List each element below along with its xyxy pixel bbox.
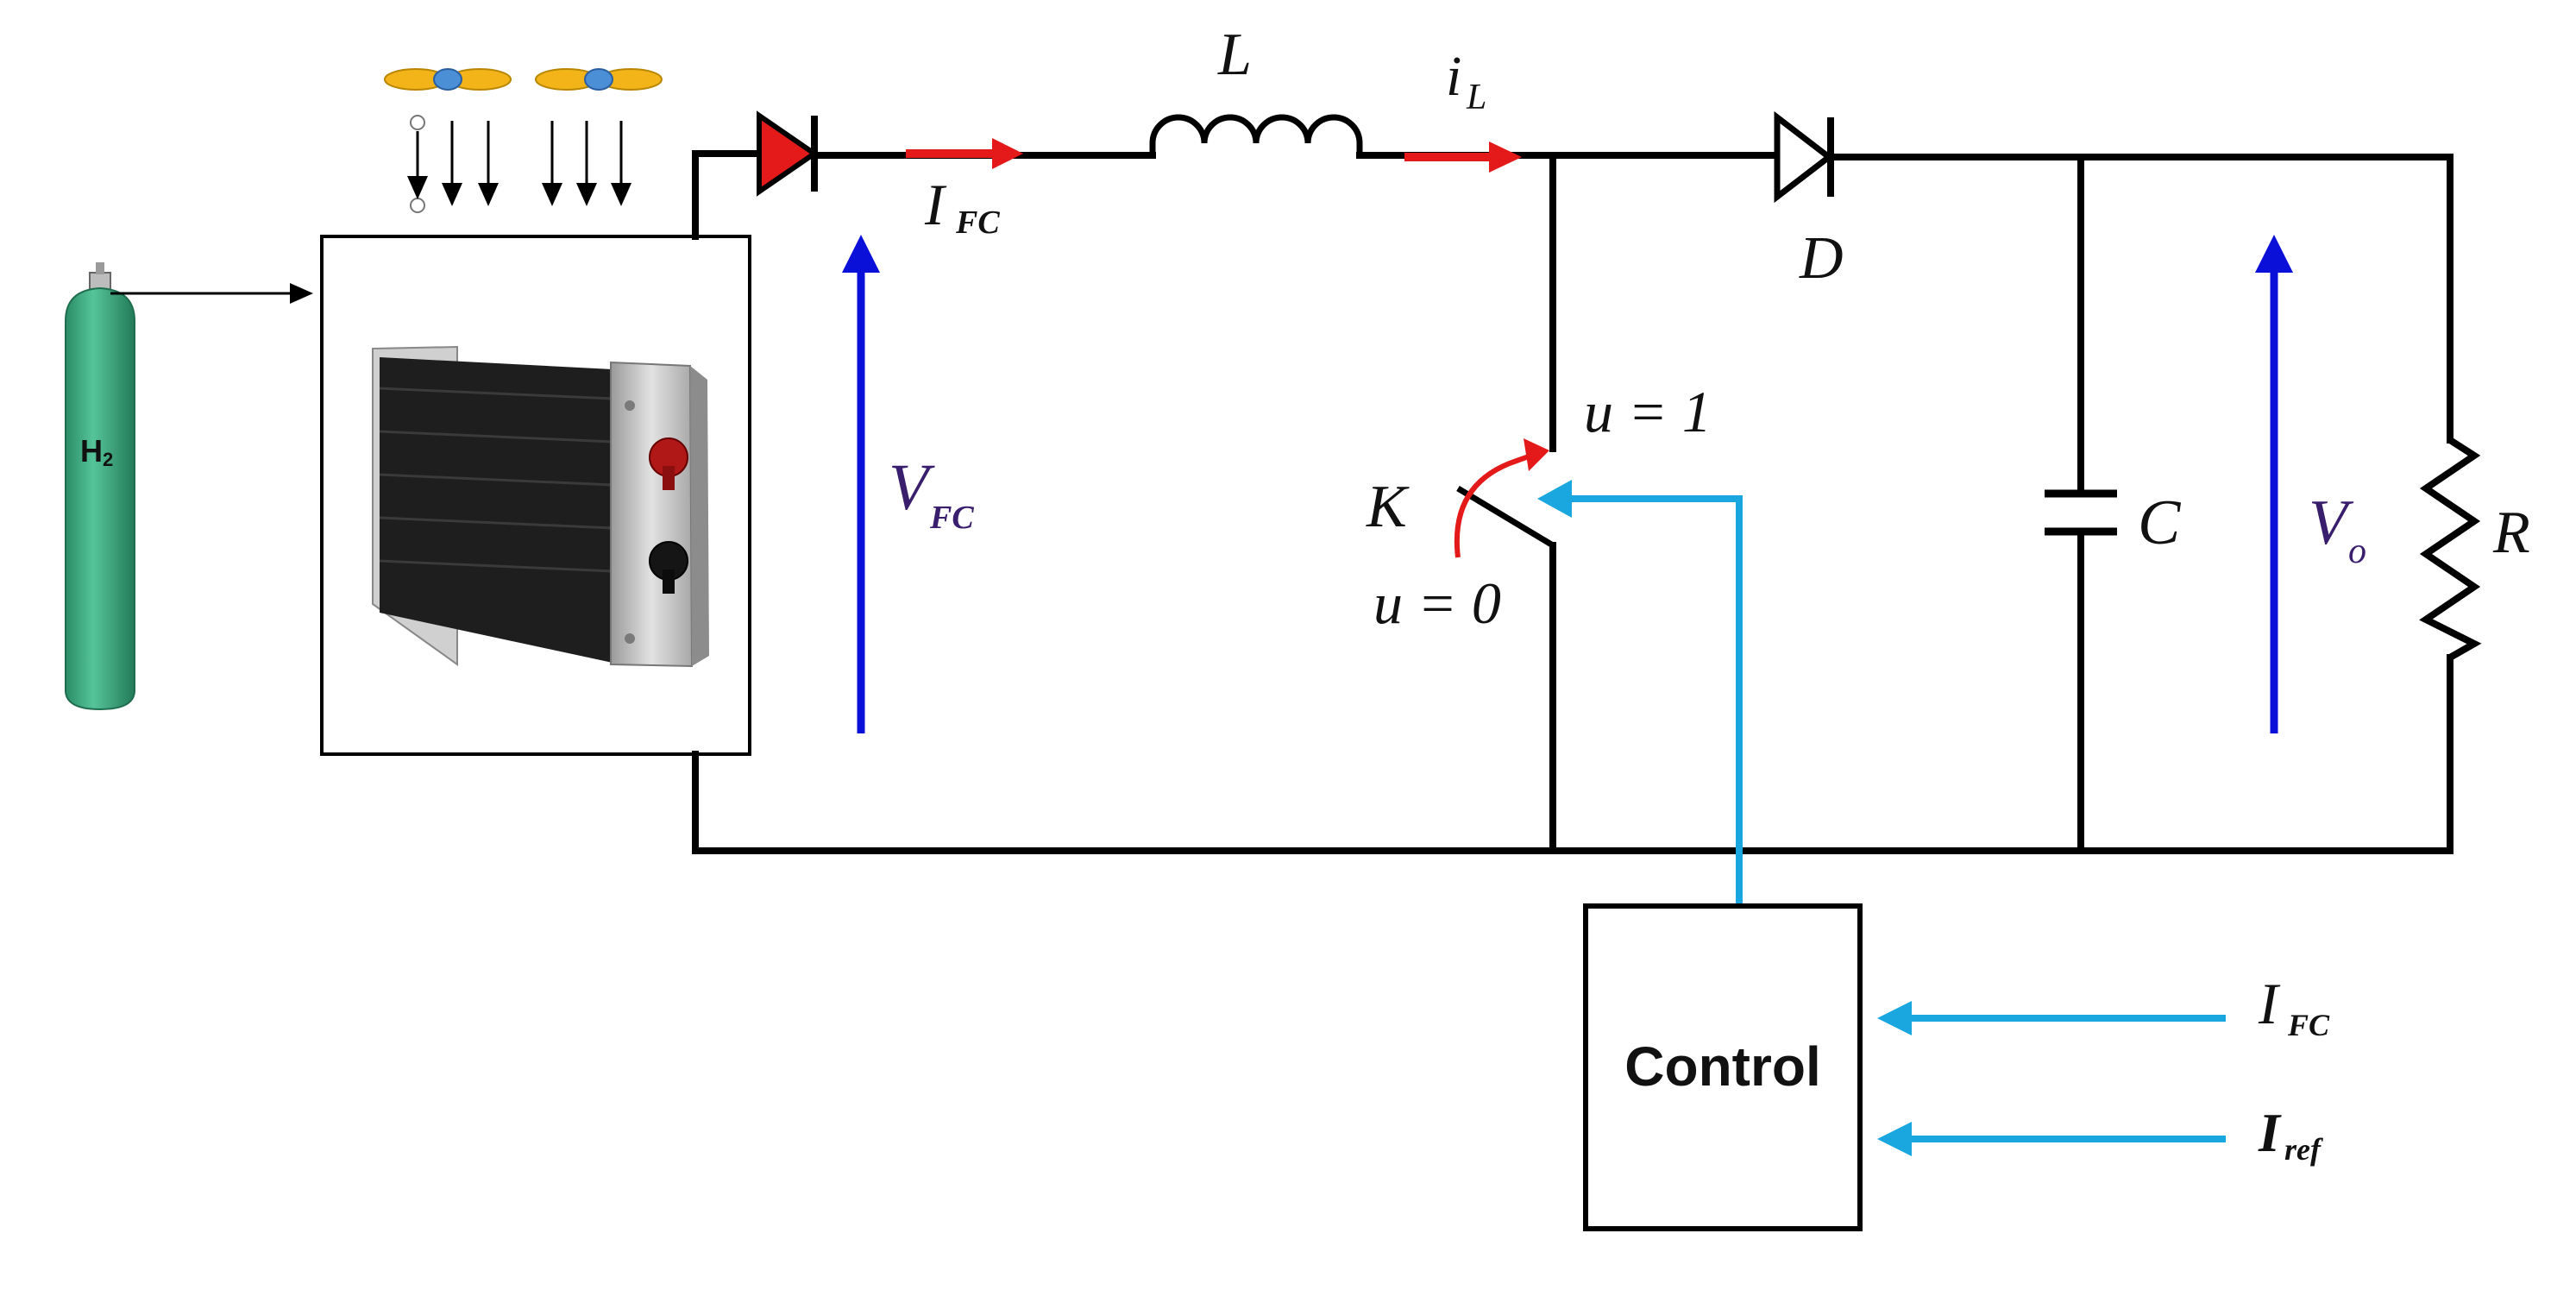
output-diode [1774,110,1834,204]
diode-label: D [1799,225,1844,292]
switch-k [1454,438,1555,558]
vo-label: V [2309,488,2354,558]
vo-subscript: o [2348,532,2366,571]
ifc-subscript: FC [955,205,1000,241]
input-signal-iref [1877,1122,2226,1156]
input-signal-ifc [1877,1001,2226,1035]
current-arrow-il [1404,142,1522,173]
switch-label: K [1366,474,1410,540]
il-label: i [1446,45,1461,108]
resistor [2419,437,2482,661]
air-fan-icon [535,68,663,91]
air-fan-icon [384,68,512,91]
resistor-label: R [2492,500,2530,566]
control-input-ifc-subscript: FC [2287,1008,2330,1042]
capacitor [2045,489,2117,536]
hydrogen-cylinder-icon: H 2 [65,262,135,711]
u1-label: u = 1 [1584,379,1712,444]
fuel-cell-stack-icon [372,345,709,668]
control-signal-to-switch [1570,495,1743,904]
control-label: Control [1624,1035,1821,1098]
u0-label: u = 0 [1373,570,1501,636]
ifc-label: I [924,172,947,237]
h2-subscript: 2 [103,449,113,470]
vfc-label: V [889,451,935,524]
control-signal-arrowhead [1537,480,1572,518]
inductor-coil [1149,114,1363,155]
control-input-iref-label: I [2258,1102,2282,1163]
capacitor-label: C [2138,488,2182,558]
control-input-iref-subscript: ref [2284,1132,2323,1167]
vfc-subscript: FC [929,500,974,536]
il-subscript: L [1466,78,1486,117]
airflow-arrows [407,115,631,213]
circuit-wires [692,150,2453,854]
control-block [1583,903,1863,1231]
input-diode [757,110,820,197]
control-input-ifc-label: I [2258,971,2281,1036]
inductor-label: L [1217,22,1252,88]
voltage-arrow-vo [2255,235,2293,733]
voltage-arrow-vfc [842,235,880,733]
current-arrow-ifc [906,138,1023,169]
h2-label: H [80,433,103,469]
